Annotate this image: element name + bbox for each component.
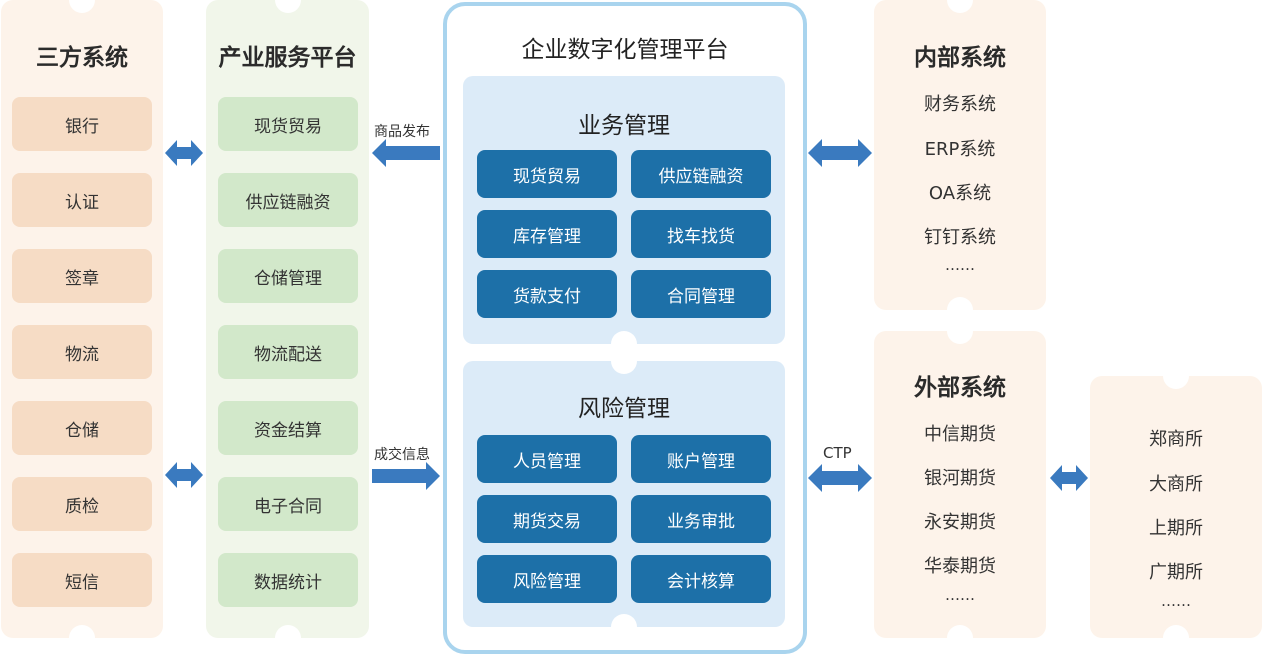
- risk-management-section: 风险管理 人员管理 账户管理 期货交易 业务审批 风险管理 会计核算: [463, 361, 785, 627]
- external-item-ellipsis: ……: [945, 586, 975, 604]
- panel-notch: [1163, 625, 1189, 638]
- panel-notch: [947, 331, 973, 344]
- panel-notch: [947, 0, 973, 13]
- risk-item-approval[interactable]: 业务审批: [631, 495, 771, 543]
- business-item-supply-finance[interactable]: 供应链融资: [631, 150, 771, 198]
- internal-systems-title: 内部系统: [914, 45, 1006, 71]
- double-arrow-icon: [1050, 465, 1088, 491]
- business-item-spot-trade[interactable]: 现货贸易: [477, 150, 617, 198]
- risk-management-title: 风险管理: [578, 396, 670, 422]
- internal-item-ellipsis: ……: [945, 256, 975, 274]
- industry-item-statistics[interactable]: 数据统计: [218, 553, 358, 607]
- third-party-item-sms[interactable]: 短信: [12, 553, 152, 607]
- third-party-item-auth[interactable]: 认证: [12, 173, 152, 227]
- exchange-item-ellipsis: ……: [1161, 592, 1191, 610]
- deal-label: 成交信息: [374, 447, 430, 463]
- enterprise-platform-panel: 企业数字化管理平台 业务管理 现货贸易 供应链融资 库存管理 找车找货 货款支付…: [443, 2, 807, 654]
- risk-item-risk-management[interactable]: 风险管理: [477, 555, 617, 603]
- industry-item-supply-finance[interactable]: 供应链融资: [218, 173, 358, 227]
- third-party-title: 三方系统: [36, 45, 128, 71]
- ctp-label: CTP: [823, 444, 852, 462]
- industry-platform-panel: 产业服务平台 现货贸易 供应链融资 仓储管理 物流配送 资金结算 电子合同 数据…: [206, 0, 369, 638]
- arrow-right-icon: [372, 462, 440, 490]
- business-item-payment[interactable]: 货款支付: [477, 270, 617, 318]
- business-item-contract[interactable]: 合同管理: [631, 270, 771, 318]
- external-systems-panel: 外部系统 中信期货 银河期货 永安期货 华泰期货 ……: [874, 331, 1046, 638]
- panel-notch: [611, 614, 637, 627]
- internal-item-erp[interactable]: ERP系统: [924, 139, 996, 160]
- business-item-inventory[interactable]: 库存管理: [477, 210, 617, 258]
- panel-notch: [947, 625, 973, 638]
- panel-notch: [69, 0, 95, 13]
- internal-item-finance[interactable]: 财务系统: [924, 94, 996, 115]
- third-party-panel: 三方系统 银行 认证 签章 物流 仓储 质检 短信: [1, 0, 163, 638]
- panel-notch: [611, 331, 637, 344]
- business-management-title: 业务管理: [578, 113, 670, 139]
- exchanges-panel: 郑商所 大商所 上期所 广期所 ……: [1090, 376, 1262, 638]
- risk-item-personnel[interactable]: 人员管理: [477, 435, 617, 483]
- business-item-vehicle-cargo[interactable]: 找车找货: [631, 210, 771, 258]
- third-party-item-storage[interactable]: 仓储: [12, 401, 152, 455]
- external-systems-title: 外部系统: [914, 375, 1006, 401]
- internal-item-oa[interactable]: OA系统: [928, 183, 992, 204]
- exchange-item-zce[interactable]: 郑商所: [1149, 429, 1203, 450]
- third-party-item-bank[interactable]: 银行: [12, 97, 152, 151]
- business-management-section: 业务管理 现货贸易 供应链融资 库存管理 找车找货 货款支付 合同管理: [463, 76, 785, 344]
- double-arrow-icon: [165, 462, 203, 488]
- enterprise-platform-title: 企业数字化管理平台: [521, 37, 729, 63]
- risk-item-accounting[interactable]: 会计核算: [631, 555, 771, 603]
- arrow-left-icon: [372, 139, 440, 167]
- panel-notch: [947, 297, 973, 310]
- panel-notch: [274, 625, 301, 638]
- third-party-item-inspection[interactable]: 质检: [12, 477, 152, 531]
- double-arrow-icon: [808, 464, 872, 492]
- third-party-item-seal[interactable]: 签章: [12, 249, 152, 303]
- industry-item-warehouse[interactable]: 仓储管理: [218, 249, 358, 303]
- internal-systems-panel: 内部系统 财务系统 ERP系统 OA系统 钉钉系统 ……: [874, 0, 1046, 310]
- panel-notch: [274, 0, 301, 13]
- third-party-item-logistics[interactable]: 物流: [12, 325, 152, 379]
- exchange-item-gfex[interactable]: 广期所: [1149, 562, 1203, 583]
- exchange-item-dce[interactable]: 大商所: [1149, 474, 1203, 495]
- industry-platform-title: 产业服务平台: [218, 45, 357, 71]
- double-arrow-icon: [808, 139, 872, 167]
- double-arrow-icon: [165, 140, 203, 166]
- external-item-yongan[interactable]: 永安期货: [924, 512, 996, 533]
- risk-item-futures-trade[interactable]: 期货交易: [477, 495, 617, 543]
- industry-item-delivery[interactable]: 物流配送: [218, 325, 358, 379]
- exchange-item-shfe[interactable]: 上期所: [1149, 518, 1203, 539]
- panel-notch: [1163, 376, 1189, 389]
- industry-item-settlement[interactable]: 资金结算: [218, 401, 358, 455]
- risk-item-account[interactable]: 账户管理: [631, 435, 771, 483]
- publish-label: 商品发布: [374, 124, 430, 140]
- panel-notch: [69, 625, 95, 638]
- external-item-citic[interactable]: 中信期货: [924, 424, 996, 445]
- industry-item-contract[interactable]: 电子合同: [218, 477, 358, 531]
- panel-notch: [611, 361, 637, 374]
- internal-item-dingtalk[interactable]: 钉钉系统: [924, 227, 996, 248]
- external-item-huatai[interactable]: 华泰期货: [924, 556, 996, 577]
- industry-item-spot-trade[interactable]: 现货贸易: [218, 97, 358, 151]
- external-item-galaxy[interactable]: 银河期货: [924, 468, 996, 489]
